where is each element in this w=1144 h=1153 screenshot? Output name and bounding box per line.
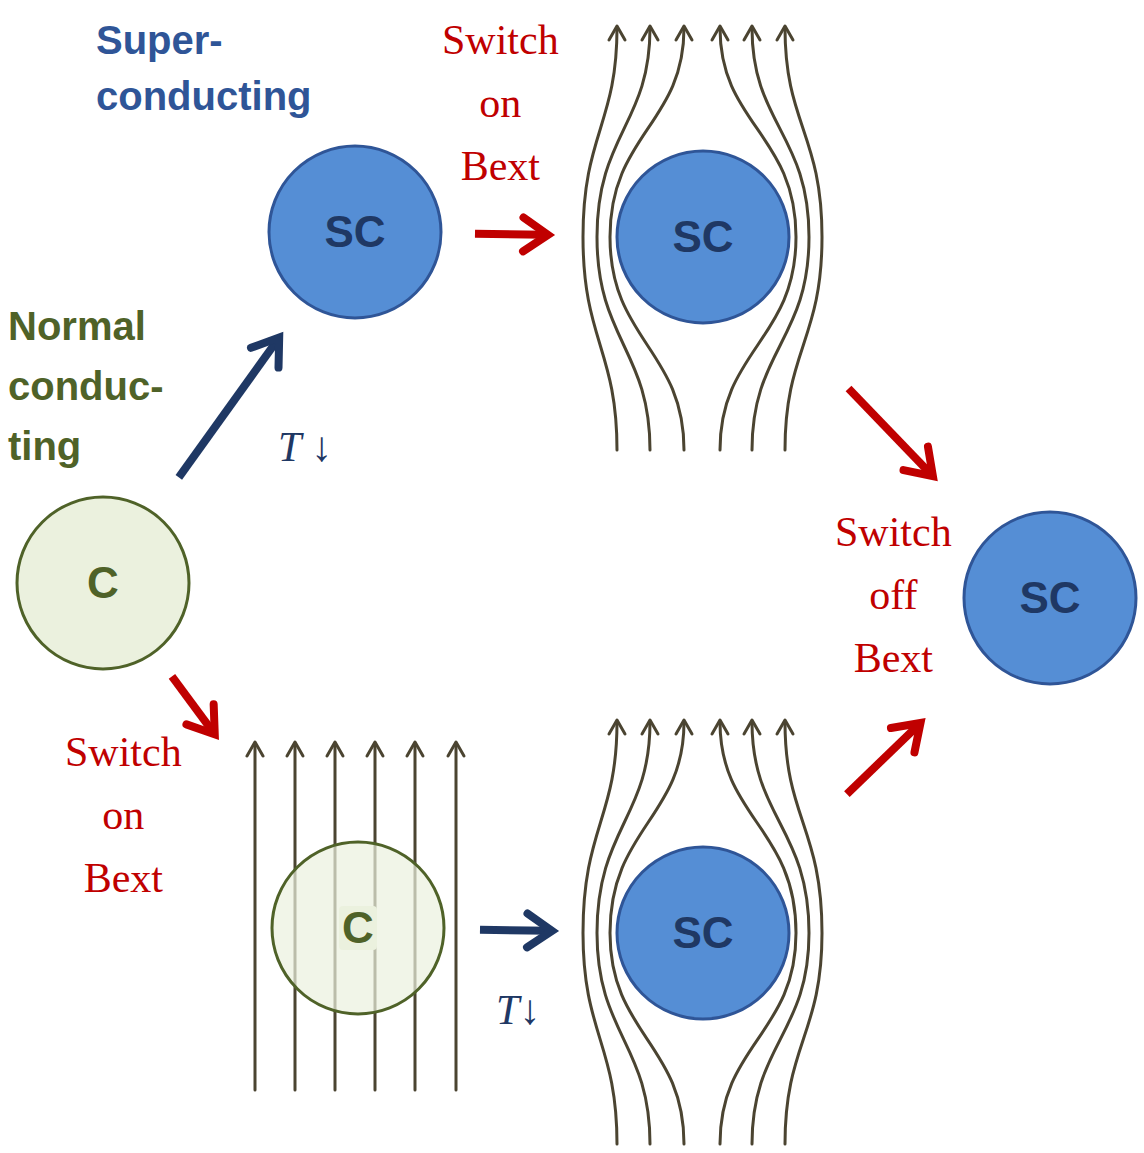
field-arrowhead [407,742,423,756]
field-arrowhead [642,26,658,40]
circle-shape [964,512,1136,684]
field-arrowhead [676,26,692,40]
arrow-shaft [847,725,918,794]
field-arrowhead [712,26,728,40]
superconductor-circle: SC [267,144,443,320]
transition-label: Switch off Bext [835,501,952,690]
superconductor-circle: SC [962,510,1138,686]
field-arrowhead [609,26,625,40]
circle-shape [617,847,789,1019]
expelled-field-bottom [583,720,822,1144]
field-line [254,746,257,1090]
arrowhead [904,447,933,477]
field-line [583,722,617,1144]
material-symbol: SC [669,215,736,259]
field-arrowhead [367,742,383,756]
field-line [583,28,617,450]
material-symbol: SC [669,911,736,955]
transition-arrow [847,723,921,794]
material-symbol: SC [321,210,388,254]
field-arrowhead [642,720,658,734]
transition-arrow [480,914,552,948]
material-symbol: SC [1016,576,1083,620]
field-line [455,746,458,1090]
arrow-shaft [475,234,545,235]
field-line [785,28,822,450]
circle-shape [617,151,789,323]
field-arrowhead [247,742,263,756]
circle-shape [269,146,441,318]
field-arrowhead [744,26,760,40]
transition-label: Switch on Bext [442,9,559,198]
field-arrowhead [712,720,728,734]
arrowhead [523,217,548,251]
circle-shape [272,842,444,1014]
transition-label: T ↓ [278,416,332,479]
transition-label: T↓ [496,979,540,1042]
state-heading: Super- conducting [96,12,312,124]
field-arrowhead [327,742,343,756]
material-symbol: C [84,561,122,605]
material-symbol: C [339,906,377,950]
field-line [785,722,822,1144]
uniform-field [247,742,464,1090]
arrowhead [891,723,921,752]
arrow-shaft [179,340,278,477]
normal-conductor-circle: C [270,840,446,1016]
normal-conductor-circle: C [15,495,191,671]
arrow-shaft [849,388,931,474]
expelled-field-top [583,26,822,450]
field-arrowhead [676,720,692,734]
transition-arrow [179,338,279,478]
field-arrowhead [448,742,464,756]
arrowhead [251,338,279,368]
transition-arrow [849,388,933,476]
transition-arrow [475,217,548,251]
arrow-shaft [480,930,549,931]
circle-shape [17,497,189,669]
superconductor-circle: SC [615,149,791,325]
state-heading: Normal conduc- ting [8,296,164,476]
field-arrowhead [609,720,625,734]
superconductor-circle: SC [615,845,791,1021]
field-arrowhead [777,26,793,40]
field-arrowhead [777,720,793,734]
arrowhead [527,914,552,948]
transition-arrow [172,676,215,734]
transition-label: Switch on Bext [65,721,182,910]
field-arrowhead [287,742,303,756]
arrowhead [186,704,214,734]
field-arrowhead [744,720,760,734]
